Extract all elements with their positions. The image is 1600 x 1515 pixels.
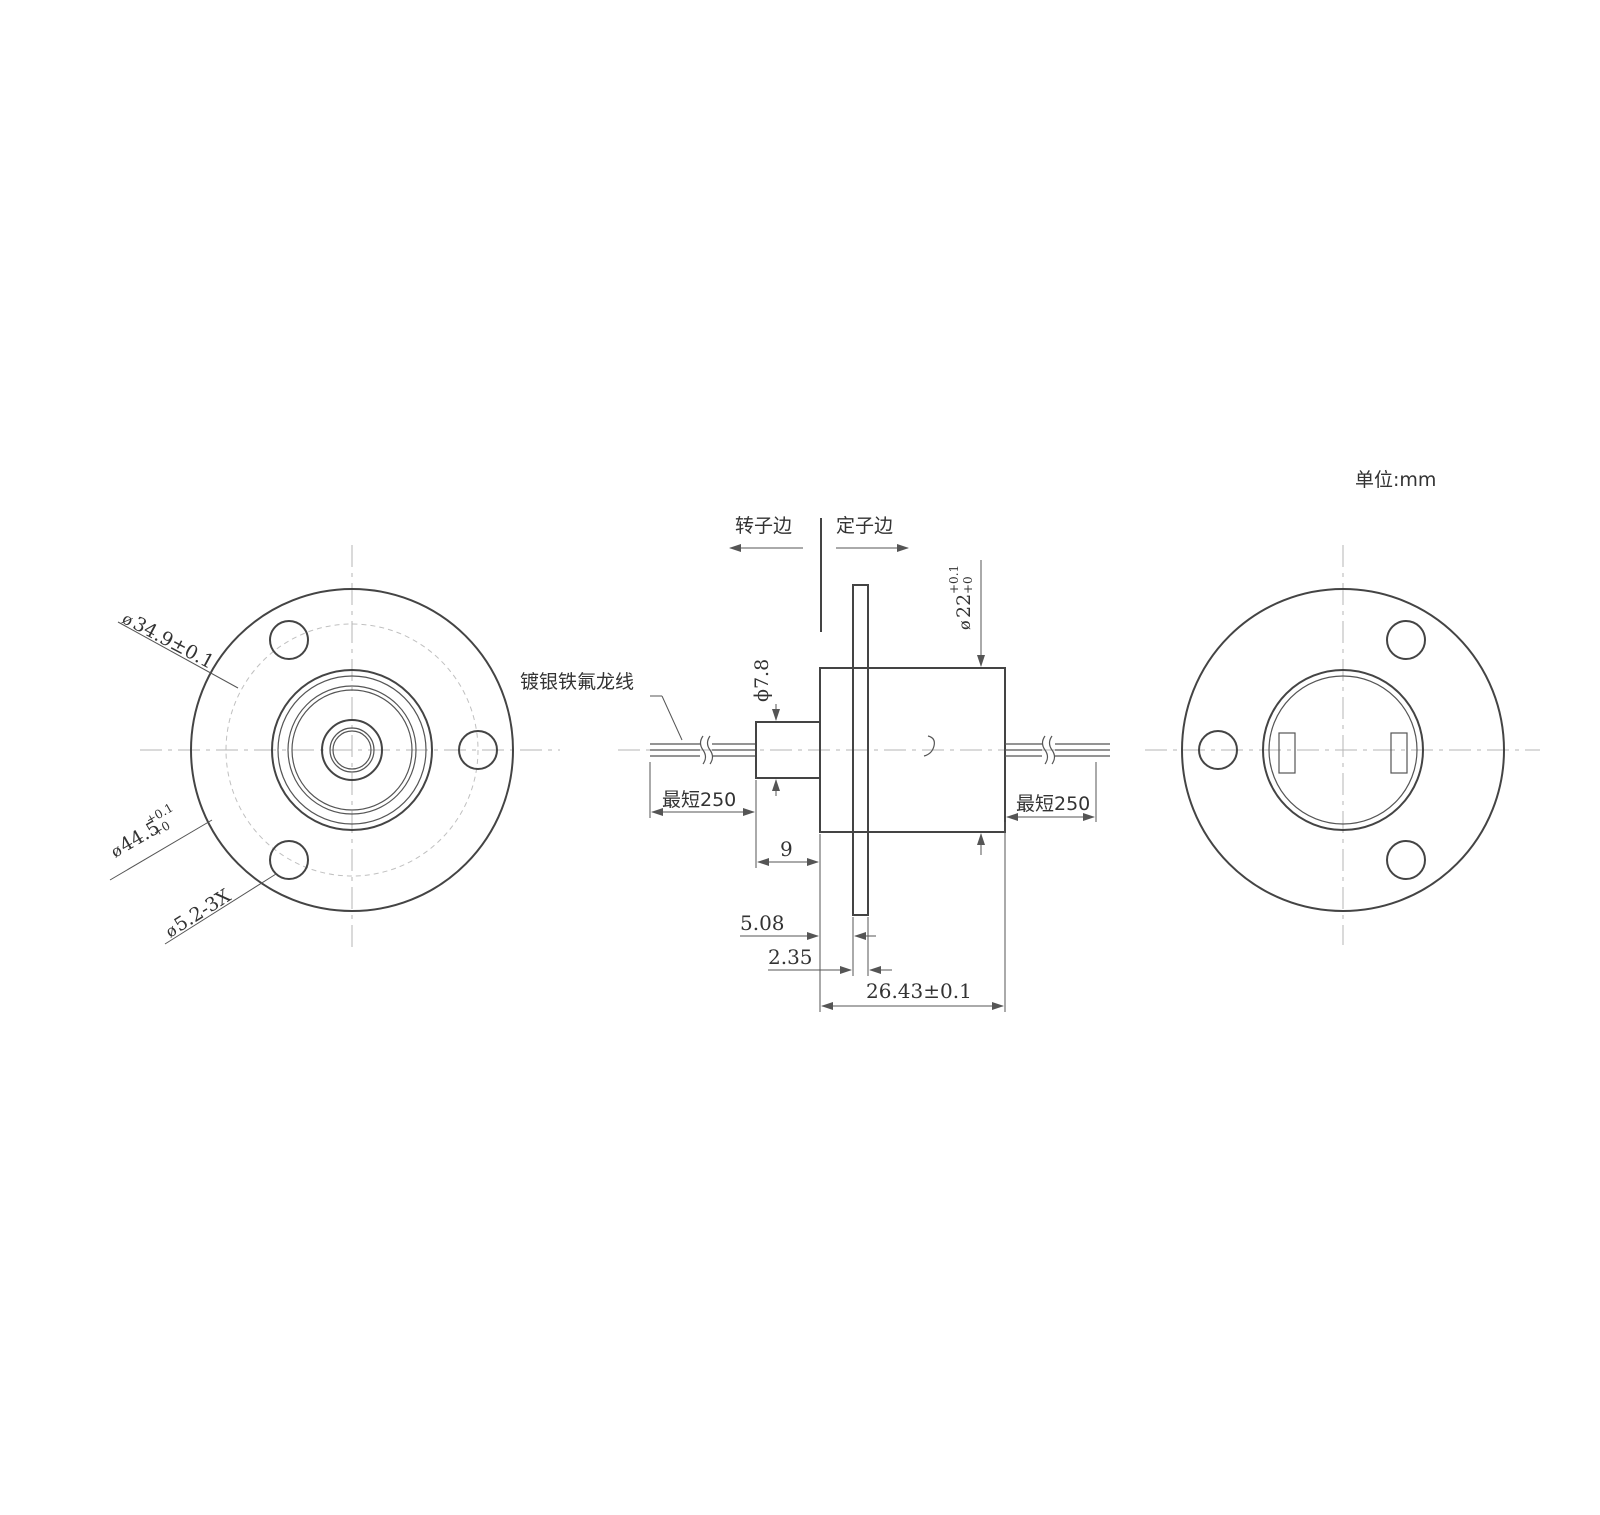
pcd-leader <box>117 621 239 689</box>
front-housing-ring-1 <box>277 675 427 825</box>
body-dia-tol-lower: +0 <box>961 576 975 594</box>
front-housing-ring-2 <box>287 685 417 815</box>
right-wire-break-mark-1 <box>1041 735 1049 765</box>
left-wire-break-mark-2 <box>706 735 714 765</box>
rear-housing-inner <box>1268 675 1418 825</box>
rear-terminal-left <box>1278 732 1296 774</box>
pcd-dimension-label: ø 34.9±0.1 <box>119 609 218 674</box>
stator-flange <box>852 584 869 916</box>
front-shaft-outer <box>321 719 383 781</box>
wire-type-label: 镀银铁氟龙线 <box>520 671 634 693</box>
body-dia-value: 22 <box>953 594 975 618</box>
mount-hole-value: 5.2-3X <box>170 885 235 937</box>
mount-hole-leader <box>164 873 277 945</box>
shaft-length-label: 9 <box>780 837 793 861</box>
side-view: 转子边 定子边 <box>520 515 1110 1012</box>
rear-mount-hole-bottom-right <box>1386 840 1426 880</box>
rear-mount-hole-left <box>1198 730 1238 770</box>
mount-hole-top-left <box>269 620 309 660</box>
body-diameter-label: ø 22 +0.1 +0 <box>947 565 975 630</box>
body-length-label: 26.43±0.1 <box>866 979 972 1003</box>
rear-housing-outer <box>1262 669 1424 831</box>
pcd-value: 34.9±0.1 <box>129 613 217 674</box>
front-flange-outline <box>190 588 514 912</box>
wire-leader-line-2 <box>661 695 683 741</box>
rear-mount-hole-top-right <box>1386 620 1426 660</box>
right-wire-bundle <box>1005 735 1110 765</box>
right-wire-break-mark-2 <box>1048 735 1056 765</box>
flange-thickness-label: 2.35 <box>768 945 813 969</box>
mount-hole-bottom-left <box>269 840 309 880</box>
left-wire-break-mark-1 <box>699 735 707 765</box>
rear-terminal-right <box>1390 732 1408 774</box>
flange-od-dimension-label: ø 44.5 +0.1 +0 <box>108 801 176 862</box>
rear-view <box>1145 545 1540 945</box>
stator-side-label: 定子边 <box>836 515 893 537</box>
flange-od-leader <box>109 819 213 881</box>
front-pitch-circle <box>225 623 479 877</box>
body-dia-prefix: ø <box>955 620 974 630</box>
front-housing-ring-3 <box>291 689 413 811</box>
front-view: ø 34.9±0.1 ø 44.5 +0.1 +0 ø 5.2-3X <box>108 545 560 950</box>
body-dia-tol-upper: +0.1 <box>947 565 961 594</box>
shaft-diameter-label: ϕ7.8 <box>751 659 773 702</box>
right-wire-length-label: 最短250 <box>1016 793 1090 815</box>
mount-hole-dimension-label: ø 5.2-3X <box>162 885 235 942</box>
front-housing-outer <box>271 669 433 831</box>
front-shaft-inner <box>329 727 375 773</box>
rotor-side-label: 转子边 <box>735 515 792 537</box>
mount-hole-right <box>458 730 498 770</box>
flange-offset-label: 5.08 <box>740 911 785 935</box>
left-wire-bundle <box>650 735 756 765</box>
unit-label: 单位:mm <box>1355 469 1436 491</box>
left-wire-length-label: 最短250 <box>662 789 736 811</box>
rear-flange-outline <box>1181 588 1505 912</box>
front-shaft-bore <box>332 730 372 770</box>
internal-wire-detail <box>923 735 935 757</box>
